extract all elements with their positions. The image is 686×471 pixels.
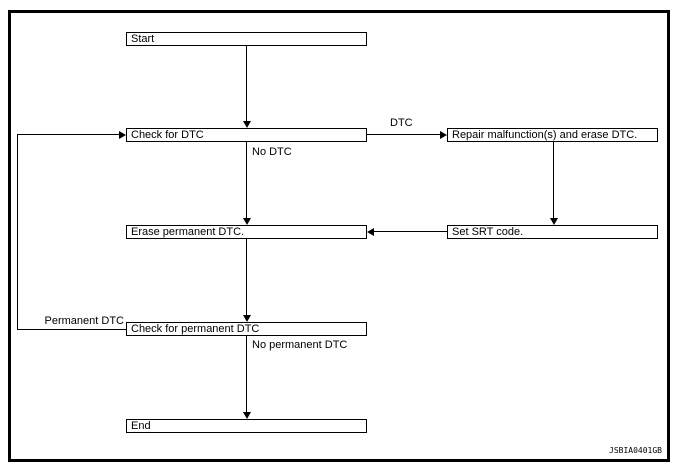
connector-set-srt-to-erase-permanent [374,231,447,232]
connector-start-to-check-dtc [246,46,247,122]
arrowhead-down-into-end [243,412,251,419]
arrowhead-down-into-check-dtc [243,121,251,128]
arrowhead-right-loop-into-check-dtc [119,131,126,139]
node-set-srt-code: Set SRT code. [447,225,658,239]
arrowhead-right-into-repair [440,131,447,139]
connector-loop-bottom-segment [17,329,126,330]
node-erase-permanent-dtc: Erase permanent DTC. [126,225,367,239]
edge-label-dtc: DTC [390,117,413,129]
arrowhead-down-into-set-srt [550,218,558,225]
connector-erase-permanent-to-check-permanent [246,239,247,315]
connector-loop-top-segment [17,134,119,135]
connector-check-permanent-to-end [246,336,247,412]
node-check-dtc: Check for DTC [126,128,367,142]
connector-check-dtc-to-repair [367,134,440,135]
arrowhead-down-into-erase-permanent [243,218,251,225]
node-check-permanent-dtc: Check for permanent DTC [126,322,367,336]
arrowhead-left-into-erase-permanent [367,228,374,236]
edge-label-permanent-dtc: Permanent DTC [44,315,124,327]
connector-loop-vertical-segment [17,134,18,330]
edge-label-no-permanent-dtc: No permanent DTC [252,339,348,351]
connector-check-dtc-to-erase-permanent [246,142,247,218]
node-repair-malfunction: Repair malfunction(s) and erase DTC. [447,128,658,142]
connector-repair-to-set-srt [553,142,554,218]
edge-label-no-dtc: No DTC [252,146,292,158]
node-start: Start [126,32,367,46]
figure-code: JSBIA0401GB [609,446,662,455]
node-end: End [126,419,367,433]
arrowhead-down-into-check-permanent [243,315,251,322]
